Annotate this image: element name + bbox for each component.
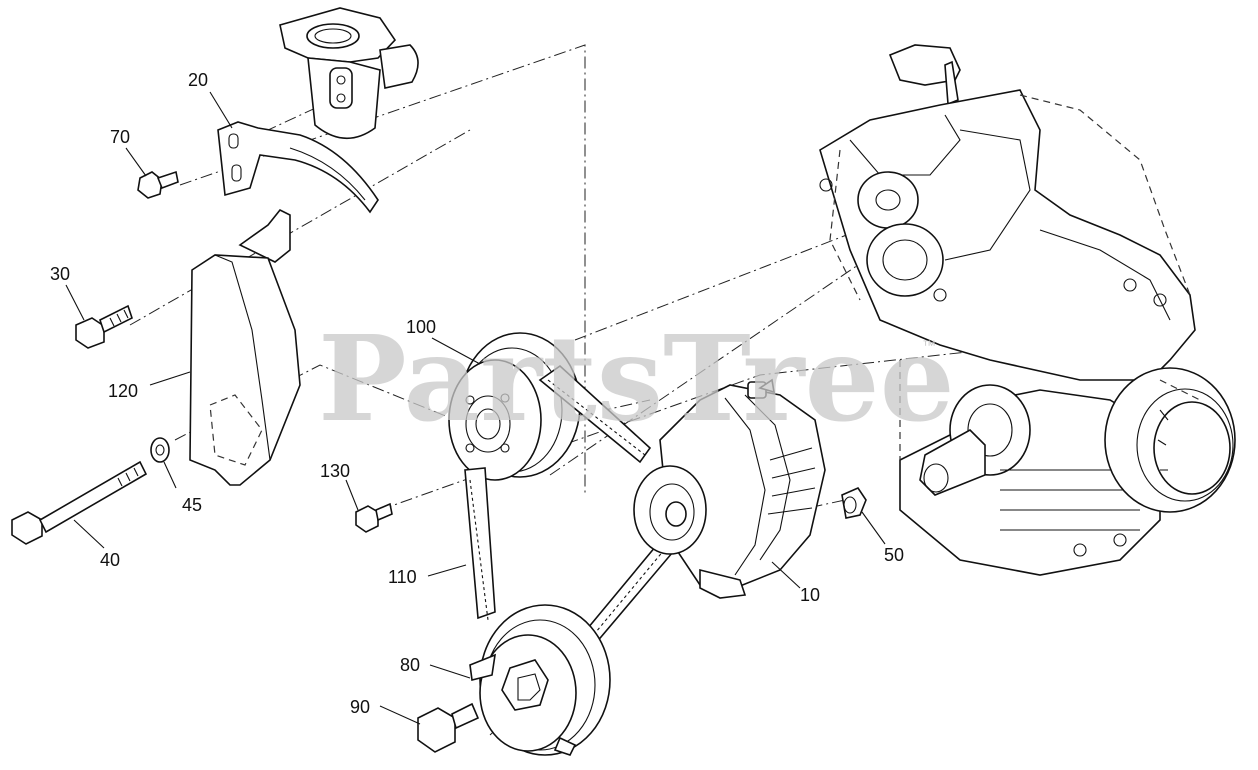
callout-100: 100 [406,317,436,337]
bolt-30 [75,304,133,349]
long-bolt-40 [11,460,148,545]
callout-45: 45 [182,495,202,515]
fan-pulley [448,332,581,481]
callout-labels: 20 70 30 120 45 40 100 130 110 80 90 10 … [50,70,904,717]
callout-40: 40 [100,550,120,570]
callout-70: 70 [110,127,130,147]
bolt-130 [355,502,393,533]
pin-50 [841,486,867,519]
callout-130: 130 [320,461,350,481]
alternator [633,378,826,599]
callout-90: 90 [350,697,370,717]
callout-110: 110 [388,567,417,587]
callout-50: 50 [884,545,904,565]
alternator-bracket [217,121,379,214]
watermark-text: PartsTree [318,309,955,448]
bolt-90 [417,702,480,753]
engine-lower-block [899,360,1236,576]
belt-guard [189,208,301,486]
washer-45 [150,437,170,463]
callout-30: 30 [50,264,70,284]
engine-gear-case [819,44,1196,381]
callout-120: 120 [108,381,138,401]
callout-20: 20 [188,70,208,90]
crank-pulley [469,604,611,756]
bolt-70 [137,170,179,199]
watermark-trademark: ™ [922,337,936,353]
callout-80: 80 [400,655,420,675]
leader-lines [65,91,886,725]
coolant-elbow [279,7,419,140]
callout-10: 10 [800,585,820,605]
